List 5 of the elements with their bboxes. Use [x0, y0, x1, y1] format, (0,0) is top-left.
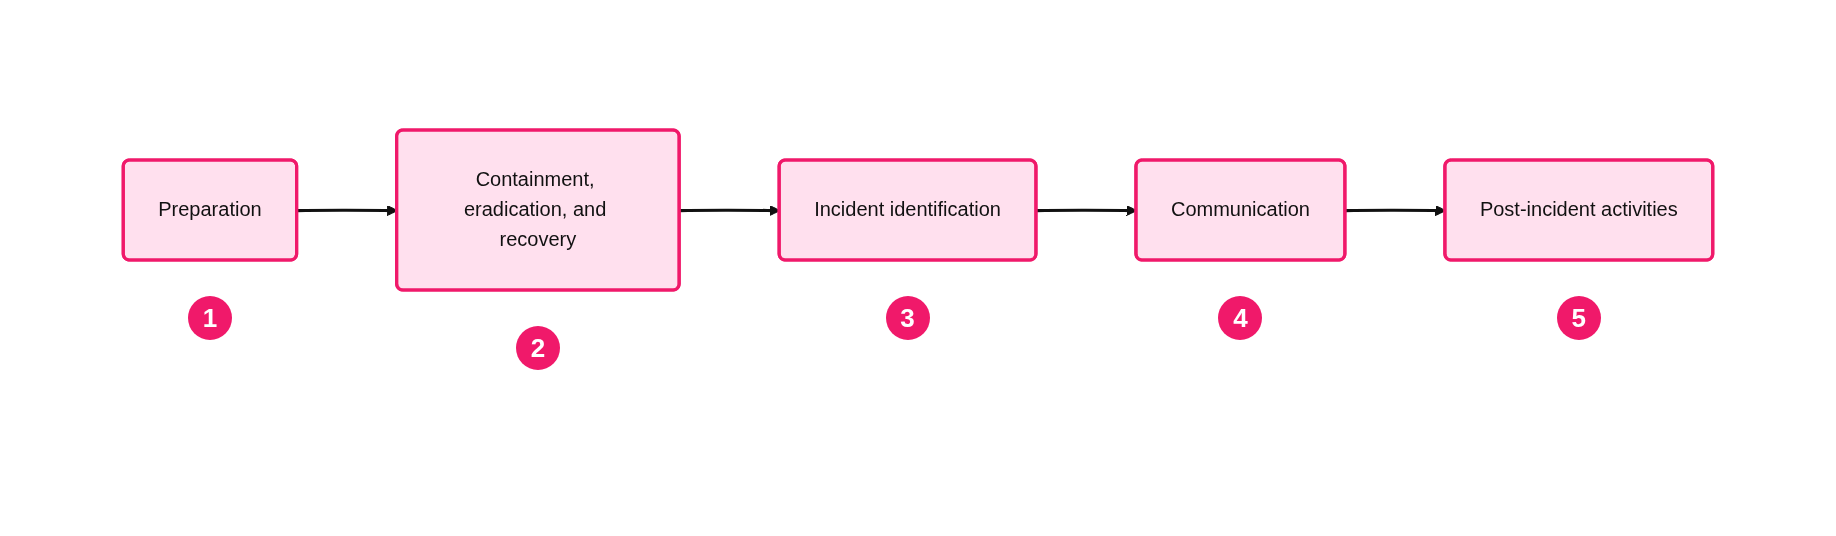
step-number: 5 [1556, 296, 1601, 340]
step-number: 3 [885, 296, 930, 340]
step-number: 4 [1218, 296, 1263, 340]
step-number: 1 [187, 296, 232, 340]
step-number: 2 [515, 326, 560, 370]
